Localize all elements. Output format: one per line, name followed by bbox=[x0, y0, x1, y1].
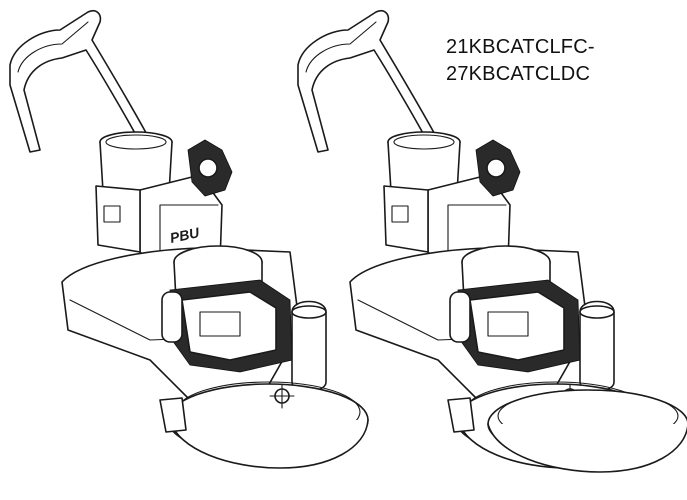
floor-machine-right bbox=[297, 9, 687, 473]
pbu-panel-text: PBU bbox=[168, 224, 201, 246]
model-number-label: 21KBCATCLFC- 27KBCATCLDC bbox=[446, 34, 595, 88]
model-number-line-1: 21KBCATCLFC- bbox=[446, 36, 595, 58]
model-number-line-2: 27KBCATCLDC bbox=[446, 63, 591, 85]
